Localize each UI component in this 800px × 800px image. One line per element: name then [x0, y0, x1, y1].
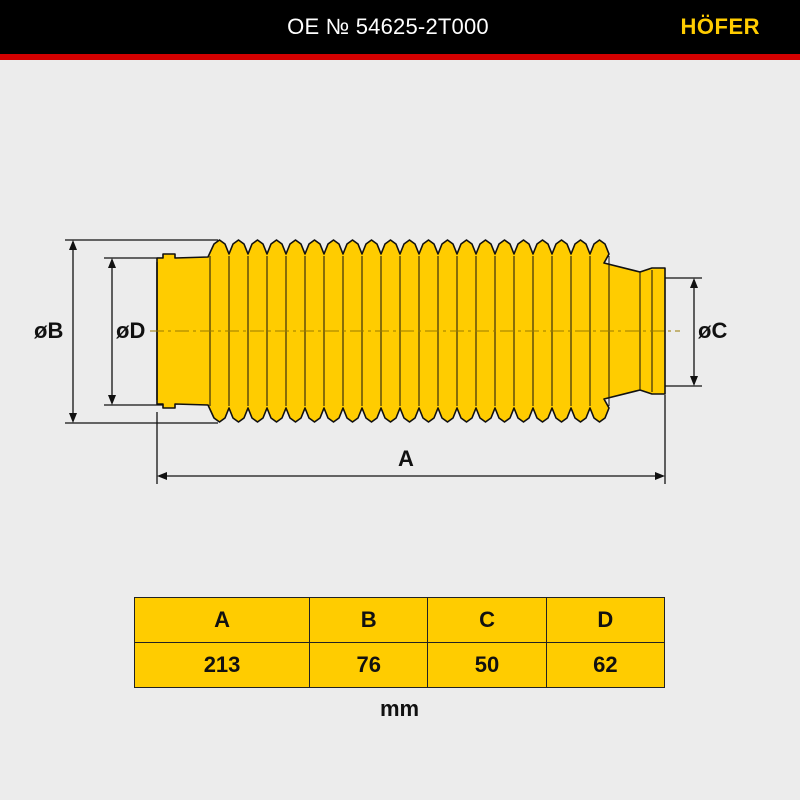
brand-logo: HÖFER — [680, 14, 760, 39]
header-bar: OE № 54625-2T000 HÖFER — [0, 0, 800, 54]
dim-label-d: øD — [116, 318, 146, 343]
table-value-cell: 62 — [545, 642, 666, 688]
dim-label-a: A — [398, 446, 414, 471]
table-header-cell: C — [427, 597, 547, 643]
accent-stripe — [0, 54, 800, 60]
part-number-title: OE № 54625-2T000 — [287, 14, 489, 39]
dim-label-b: øB — [34, 318, 64, 343]
dimension-lines — [65, 239, 702, 484]
dim-label-c: øC — [698, 318, 728, 343]
table-header-cell: B — [309, 597, 429, 643]
table-header-row: A B C D — [133, 597, 666, 643]
boot-drawing — [65, 239, 702, 484]
dimension-arrows — [69, 240, 698, 480]
dimensions-table: A B C D 213 76 50 62 — [133, 597, 666, 688]
table-value-cell: 50 — [427, 642, 547, 688]
unit-label: mm — [379, 696, 420, 721]
table-header-cell: A — [133, 597, 311, 643]
table-value-row: 213 76 50 62 — [133, 642, 666, 688]
table-value-cell: 213 — [133, 642, 311, 688]
table-value-cell: 76 — [309, 642, 429, 688]
table-header-cell: D — [545, 597, 666, 643]
